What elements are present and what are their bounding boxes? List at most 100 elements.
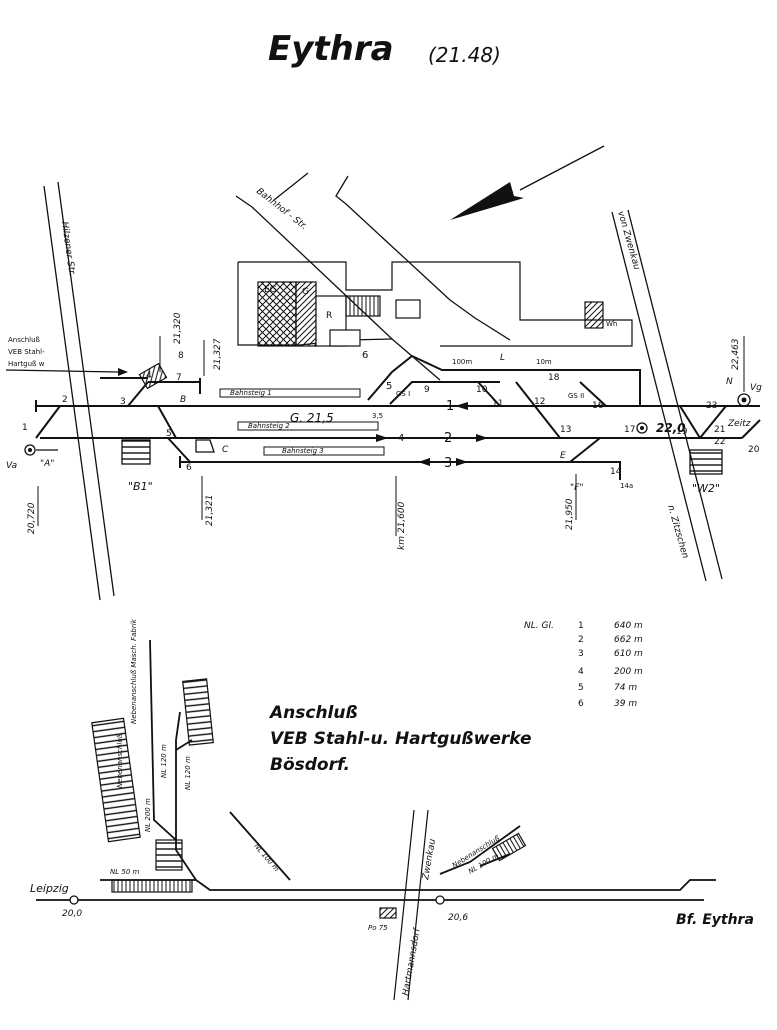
siding-title-3: Bösdorf. bbox=[270, 755, 350, 775]
label-w2: "W2" bbox=[692, 482, 720, 495]
switch-14a: 14a bbox=[620, 482, 633, 490]
useful-length-track-1: 1 bbox=[578, 621, 584, 631]
switch-21: 21 bbox=[714, 425, 725, 435]
switch-22: 22 bbox=[714, 437, 725, 447]
useful-length-table: NL. Gl. 1 640 m 2 662 m 3 610 m 4 200 m … bbox=[524, 621, 643, 709]
buffer-stops bbox=[35, 378, 621, 480]
label-n: N bbox=[726, 377, 733, 387]
platforms bbox=[219, 388, 385, 456]
track-2: 2 bbox=[444, 431, 452, 446]
useful-length-value-2: 662 m bbox=[614, 635, 643, 645]
switch-14: 14 bbox=[610, 467, 622, 477]
label-c: C bbox=[222, 445, 229, 455]
siding-nl-small: NL 50 m bbox=[110, 868, 139, 876]
label-10m: 10m bbox=[536, 358, 552, 366]
switch-8: 8 bbox=[178, 351, 184, 361]
signal-vg bbox=[737, 393, 751, 407]
km-markers bbox=[37, 336, 745, 536]
useful-length-track-6: 6 bbox=[578, 699, 584, 709]
label-gs1: GS I bbox=[396, 390, 410, 398]
siding-nl100: NL 100 m bbox=[252, 842, 280, 873]
track-3: 3 bbox=[444, 456, 452, 471]
switch-3: 3 bbox=[120, 397, 126, 407]
km-points bbox=[69, 895, 445, 905]
building-wh: Wh bbox=[606, 320, 617, 328]
switch-19: 19 bbox=[676, 427, 688, 437]
anschluss-arrow bbox=[5, 368, 128, 376]
siding-leipzig: Leipzig bbox=[30, 882, 69, 895]
label-va: Va bbox=[6, 461, 17, 471]
switch-6: 6 bbox=[186, 463, 192, 473]
signal-va bbox=[24, 444, 58, 456]
siding-po75: Po 75 bbox=[368, 924, 388, 932]
useful-length-value-3: 610 m bbox=[614, 649, 643, 659]
label-l: L bbox=[500, 353, 505, 363]
label-zeitz: Zeitz bbox=[727, 419, 751, 429]
siding-nl120b: NL 120 m bbox=[184, 756, 192, 790]
useful-length-value-1: 640 m bbox=[614, 621, 643, 631]
km-215: G. 21,5 bbox=[290, 411, 334, 425]
direction-arrows bbox=[376, 402, 488, 466]
track-6: 6 bbox=[362, 350, 368, 361]
km-21950: 21,950 bbox=[565, 498, 575, 530]
track-number-labels: 1 2 3 4 5 6 bbox=[362, 350, 454, 471]
label-100m: 100m bbox=[452, 358, 472, 366]
anschluss-line2: VEB Stahl- bbox=[8, 348, 45, 356]
km-21320: 21,320 bbox=[173, 312, 183, 344]
siding-title-1: Anschluß bbox=[268, 703, 358, 723]
page-title: Eythra bbox=[268, 29, 394, 69]
switch-labels: 1 2 3 4 5 6 7 8 9 10 11 12 13 14 16 17 1… bbox=[22, 351, 760, 490]
siding-km-200: 20,0 bbox=[62, 909, 82, 919]
km-21327: 21,327 bbox=[213, 338, 223, 370]
switch-13: 13 bbox=[560, 425, 571, 435]
hatched-box-small bbox=[138, 362, 168, 390]
anschluss-line1: Anschluß bbox=[8, 336, 41, 344]
platform-2: Bahnsteig 2 bbox=[248, 422, 290, 430]
siding-tracks bbox=[36, 639, 716, 901]
siding-zwenkau: Zwenkau bbox=[421, 838, 438, 882]
track-5: 5 bbox=[386, 381, 392, 392]
km-21321: 21,321 bbox=[205, 495, 215, 527]
label-b1: "B1" bbox=[128, 480, 153, 493]
anschluss-line3: Hartguß w bbox=[8, 360, 45, 368]
signal-220 bbox=[636, 422, 648, 434]
switch-18: 18 bbox=[548, 373, 560, 383]
switch-1: 1 bbox=[22, 423, 28, 433]
signal-c bbox=[195, 439, 215, 453]
useful-length-track-3: 3 bbox=[578, 649, 584, 659]
siding-km-206: 20,6 bbox=[448, 913, 468, 923]
switch-2: 2 bbox=[62, 395, 68, 405]
useful-length-track-2: 2 bbox=[578, 635, 584, 645]
label-f: "F" bbox=[570, 483, 583, 493]
switch-4: 4 bbox=[146, 371, 152, 381]
street-hilzener: Hilzener Str. bbox=[59, 221, 77, 277]
switch-10: 10 bbox=[476, 385, 488, 395]
station-building bbox=[257, 281, 381, 347]
siding-buildings bbox=[91, 678, 527, 919]
building-g: G bbox=[302, 287, 309, 297]
street-n-zitzschen: n. Zitzschen bbox=[665, 504, 690, 560]
label-35: 3,5 bbox=[372, 412, 383, 420]
warehouse bbox=[584, 301, 604, 329]
switch-20: 20 bbox=[748, 445, 760, 455]
building-eg: EG bbox=[264, 285, 277, 295]
siding-nebenanschluss-fabrik: Nebenanschluß Masch. Fabrik bbox=[130, 618, 138, 724]
platform-3: Bahnsteig 3 bbox=[282, 447, 324, 455]
platform-1: Bahnsteig 1 bbox=[230, 389, 272, 397]
useful-length-track-4: 4 bbox=[578, 667, 584, 677]
switch-16: 16 bbox=[592, 401, 604, 411]
signal-box-b1 bbox=[121, 439, 151, 465]
switch-5: 5 bbox=[166, 429, 172, 439]
siding-crossing-road bbox=[393, 809, 429, 1001]
north-arrow-icon bbox=[450, 145, 605, 220]
building-r: R bbox=[326, 311, 332, 321]
km-220: 22,0 bbox=[656, 421, 686, 435]
useful-length-value-5: 74 m bbox=[614, 683, 637, 693]
label-gs2: GS II bbox=[568, 392, 584, 400]
siding-nebenanschluss-2: Nebenanschluß bbox=[116, 733, 124, 788]
signal-box-w2 bbox=[689, 449, 723, 475]
track-1: 1 bbox=[446, 399, 454, 414]
label-a: "A" bbox=[40, 459, 54, 469]
